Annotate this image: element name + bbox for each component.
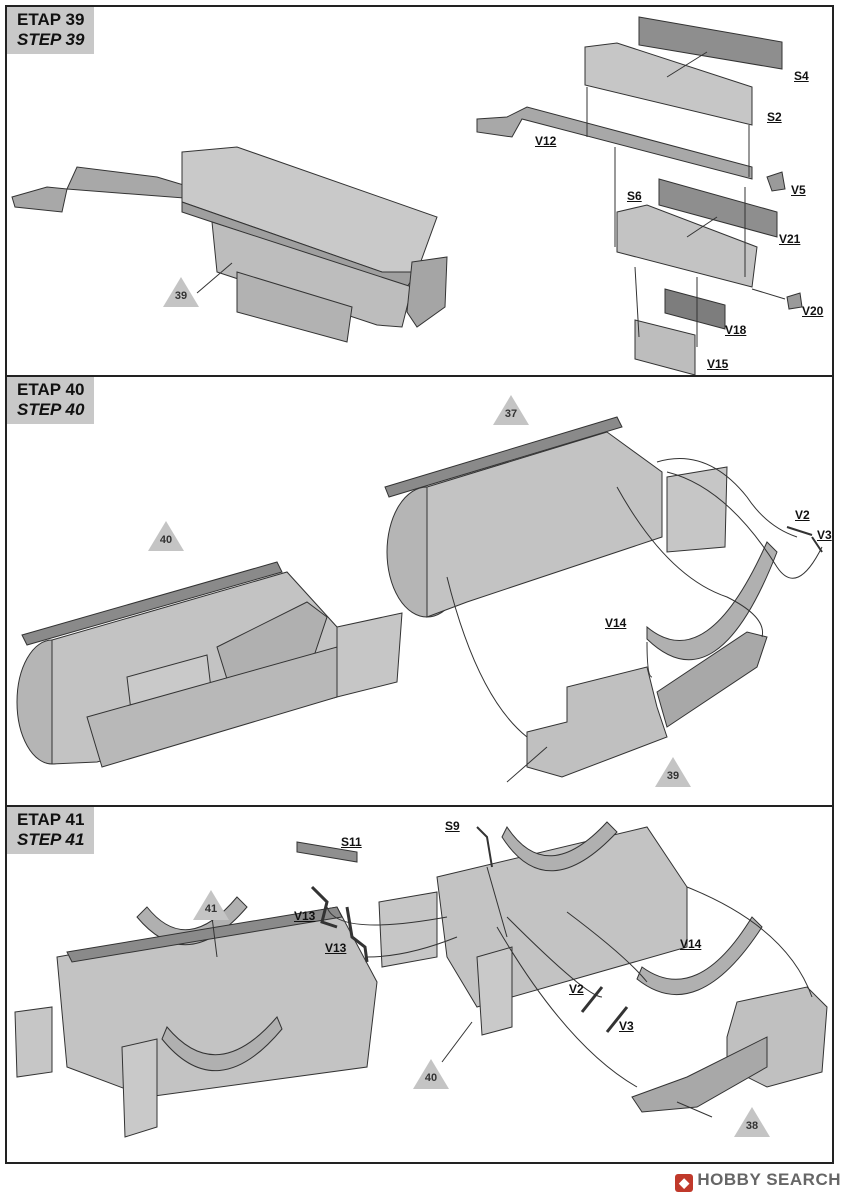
part-label-v21: V21 <box>779 232 801 246</box>
assembled-lower-box <box>236 271 353 343</box>
part-v14b-fender <box>636 916 763 995</box>
part-s9 <box>476 826 493 868</box>
step-40-panel: ETAP 40 STEP 40 <box>5 375 834 807</box>
assembled-fender-front <box>161 1016 283 1072</box>
part-label-s9: S9 <box>445 819 460 833</box>
step-39-panel: ETAP 39 STEP 39 <box>5 5 834 377</box>
etap-40-label: ETAP 40 <box>17 380 85 399</box>
assembled-door <box>336 612 403 698</box>
right-fender-top <box>501 821 618 872</box>
etap-39-label: ETAP 39 <box>17 10 85 29</box>
part-s2-box <box>584 42 753 126</box>
right-front-door <box>476 946 513 1036</box>
callout-40b: 40 <box>413 1059 449 1089</box>
step-41-drawing <box>14 821 828 1138</box>
callout-40: 40 <box>148 521 184 551</box>
part-label-v13-a: V13 <box>294 909 316 923</box>
part-label-v3: V3 <box>817 528 832 542</box>
sub-assembly-39 <box>526 666 668 778</box>
part-s11 <box>296 841 358 863</box>
part-label-v12: V12 <box>535 134 557 148</box>
callout-38: 38 <box>734 1107 770 1137</box>
etap-41-label: ETAP 41 <box>17 810 85 829</box>
assembled-left-door <box>14 1006 53 1078</box>
part-label-v3b: V3 <box>619 1019 634 1033</box>
part-v13-b <box>345 906 369 963</box>
part-v12-running-board <box>476 106 753 180</box>
part-v21-plate <box>658 178 778 238</box>
part-label-v14b: V14 <box>680 937 702 951</box>
callout-39b: 39 <box>655 757 691 787</box>
sub-assembly-38-step <box>631 1036 768 1113</box>
watermark-text: HOBBY SEARCH <box>697 1170 841 1189</box>
part-v15-box <box>634 319 696 375</box>
part-label-v15: V15 <box>707 357 729 371</box>
sub-assembly-39-step <box>656 631 768 728</box>
part-v5 <box>766 171 786 192</box>
part-label-s11: S11 <box>341 835 362 849</box>
part-label-s4: S4 <box>794 69 809 83</box>
exploded-door <box>666 466 728 553</box>
watermark: ◆HOBBY SEARCH <box>675 1170 841 1192</box>
part-label-v20: V20 <box>802 304 824 318</box>
part-label-v5: V5 <box>791 183 806 197</box>
step-39-drawing <box>11 16 803 375</box>
part-s6-box <box>616 204 758 288</box>
assembled-running-board <box>11 166 198 213</box>
step-41-panel: ETAP 41 STEP 41 <box>5 805 834 1164</box>
part-label-s2: S2 <box>767 110 782 124</box>
assembled-frame-rail <box>21 561 283 646</box>
callout-37: 37 <box>493 395 529 425</box>
part-label-s6: S6 <box>627 189 642 203</box>
part-v13-a <box>310 885 338 929</box>
assembled-side-panel <box>211 221 413 328</box>
part-v3-b <box>605 1006 629 1033</box>
step-39-header: ETAP 39 STEP 39 <box>7 7 95 54</box>
part-v14-fender <box>646 541 778 661</box>
step-41-label: STEP 41 <box>17 830 85 849</box>
part-label-v13-b: V13 <box>325 941 347 955</box>
part-label-v18: V18 <box>725 323 747 337</box>
part-label-v2: V2 <box>795 508 810 522</box>
step-40-drawing <box>16 416 823 783</box>
part-label-v2b: V2 <box>569 982 584 996</box>
part-s4-plate <box>638 16 783 70</box>
exploded-frame-rail <box>384 416 623 498</box>
callout-39: 39 <box>163 277 199 307</box>
part-v20 <box>786 292 803 310</box>
hobby-search-logo-icon: ◆ <box>675 1174 694 1192</box>
step-41-header: ETAP 41 STEP 41 <box>7 807 95 854</box>
part-v18-plate <box>664 288 726 330</box>
step-40-header: ETAP 40 STEP 40 <box>7 377 95 424</box>
assembled-front-door <box>121 1038 158 1138</box>
exploded-tank-body <box>426 431 663 618</box>
part-label-v14: V14 <box>605 616 627 630</box>
step-39-label: STEP 39 <box>17 30 85 49</box>
callout-41: 41 <box>193 890 229 920</box>
part-v2-b <box>580 986 604 1013</box>
step-40-label: STEP 40 <box>17 400 85 419</box>
